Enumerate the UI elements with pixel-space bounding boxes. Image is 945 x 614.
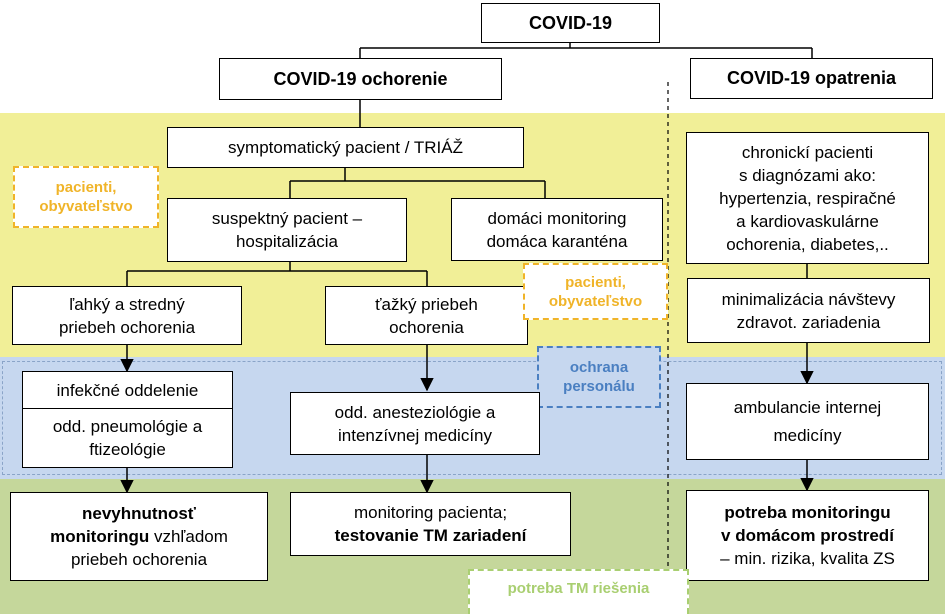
branch-measures: COVID-19 opatrenia [690,58,933,99]
monitoring-need-left-node: nevyhnutnosť monitoringu vzhľadom priebe… [10,492,268,581]
triage-node: symptomatický pacient / TRIÁŽ [167,127,524,168]
blue-band-border [2,361,942,475]
patients-label-left: pacienti,obyvateľstvo [13,166,159,228]
suspect-node: suspektný pacient –hospitalizácia [167,198,407,262]
root-node: COVID-19 [481,3,660,43]
branch-disease: COVID-19 ochorenie [219,58,502,100]
infectious-dept-node: infekčné oddelenie [22,371,233,409]
tm-solution-need-label: potreba TM riešenia [468,569,689,614]
home-monitoring-need-node: potreba monitoringu v domácom prostredí … [686,490,929,581]
patients-label-right: pacienti,obyvateľstvo [523,263,668,320]
patient-monitoring-node: monitoring pacienta; testovanie TM zaria… [290,492,571,556]
